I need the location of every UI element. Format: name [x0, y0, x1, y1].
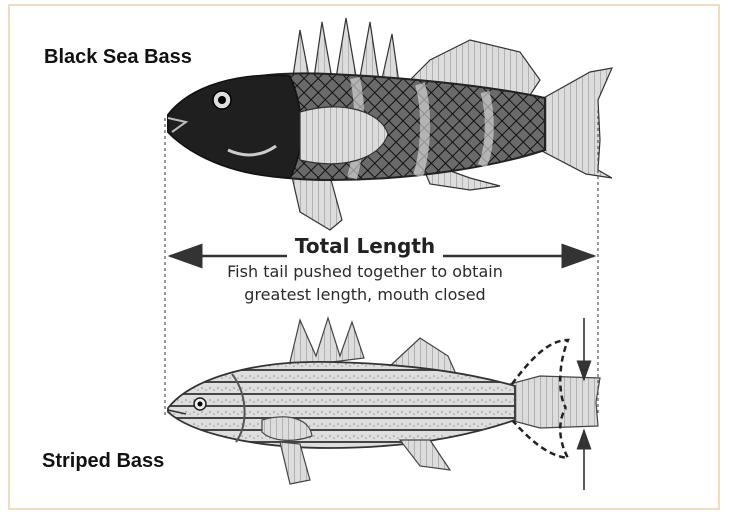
black-sea-bass-fish-icon: [168, 18, 612, 230]
striped-bass-fish-icon: [168, 318, 600, 484]
measurement-caption-line-1: Fish tail pushed together to obtain: [0, 262, 730, 281]
striped-bass-label: Striped Bass: [42, 450, 164, 473]
black-sea-bass-label: Black Sea Bass: [44, 46, 192, 69]
measurement-caption-line-2: greatest length, mouth closed: [0, 285, 730, 304]
